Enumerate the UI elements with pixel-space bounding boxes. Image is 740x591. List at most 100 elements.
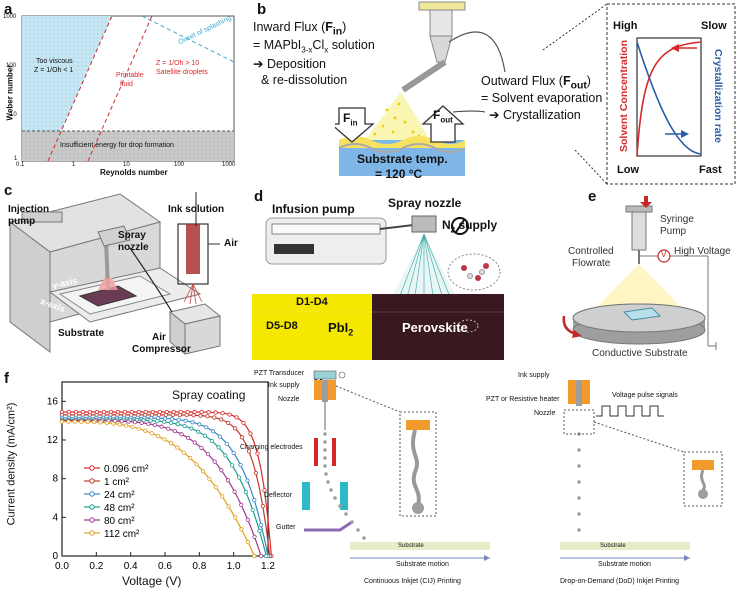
label-n2-supply: N2 supply — [442, 218, 497, 234]
series-3-point-29 — [257, 528, 262, 534]
series-2-point-23 — [217, 434, 223, 439]
series-2-point-22 — [210, 429, 216, 434]
series-1-point-17 — [177, 412, 182, 418]
series-0-point-29 — [262, 488, 267, 493]
label-spray-2: nozzle — [118, 242, 149, 253]
inward-sub: in — [332, 26, 343, 38]
series-3-point-26 — [236, 475, 242, 480]
series-1-point-24 — [226, 420, 231, 425]
xtick-1000: 1000 — [222, 162, 236, 168]
series-5-point-1 — [66, 419, 71, 424]
fin-sub: in — [350, 118, 358, 128]
ytick-1000: 1000 — [3, 14, 17, 20]
series-2-point-25 — [231, 450, 236, 456]
series-3-point-24 — [223, 453, 228, 458]
series-5-point-3 — [79, 419, 84, 424]
dashed-connectors — [542, 3, 736, 185]
series-2-point-16 — [169, 416, 174, 422]
series-4-point-22 — [205, 452, 211, 457]
series-2-point-15 — [162, 416, 168, 421]
series-4-point-20 — [192, 440, 197, 445]
x-tick-label-0: 0.0 — [55, 561, 69, 572]
fin-F: F — [343, 111, 351, 125]
ytick-10: 10 — [10, 112, 17, 118]
inward-close: ) — [342, 20, 347, 34]
series-4-point-29 — [252, 534, 257, 539]
infusion-spray-illustration — [252, 215, 504, 360]
panel-label-a: a — [4, 1, 13, 18]
ink-nozzle-icon — [177, 223, 220, 305]
y-tick-label-4: 16 — [47, 396, 59, 407]
label-air-comp-2: Compressor — [132, 344, 191, 355]
box-left-axis: Solvent Concentration — [618, 39, 631, 153]
panel-c: c Injection pump Spray nozzle Ink soluti… — [0, 182, 250, 362]
series-3-point-15 — [162, 419, 167, 424]
series-5-point-11 — [130, 424, 135, 430]
outward-close: ) — [586, 74, 591, 88]
series-3-point-17 — [175, 422, 180, 427]
series-2-point-26 — [238, 462, 243, 468]
x-tick-label-2: 0.4 — [124, 561, 138, 572]
series-5-point-22 — [200, 469, 206, 474]
fout-label: Fout — [433, 108, 453, 124]
series-4-point-25 — [225, 478, 231, 483]
series-4-point-23 — [212, 459, 217, 464]
label-injection-2: pump — [8, 216, 36, 227]
series-4-point-18 — [179, 432, 184, 437]
series-4-point-17 — [172, 429, 177, 434]
label-charging: Charging electrodes — [240, 444, 303, 451]
spray-beam — [590, 264, 688, 314]
fin-arrow — [335, 107, 375, 143]
solution-sub: 3-x — [301, 45, 313, 55]
label-spray-1: Spray — [118, 230, 146, 241]
label-controlled-2: Flowrate — [572, 258, 611, 269]
label-satellite-eq: Z = 1/Oh > 10 — [156, 60, 200, 67]
series-1-point-15 — [163, 412, 168, 417]
series-5-point-5 — [91, 419, 97, 425]
n2-pre: N — [442, 218, 451, 232]
series-4-point-12 — [139, 420, 144, 425]
crystallization-label: ➔ Crystallization — [489, 108, 581, 122]
series-4-point-15 — [159, 424, 164, 429]
x-tick-label-1: 0.2 — [89, 561, 103, 572]
series-1-point-23 — [219, 417, 224, 422]
series-5-point-14 — [149, 431, 154, 436]
xtick-10: 10 — [123, 162, 130, 168]
series-1-point-20 — [198, 413, 203, 418]
evaporation-label: = Solvent evaporation — [481, 91, 603, 105]
fout-sub: out — [440, 115, 453, 125]
outward-F: F — [562, 74, 571, 88]
series-0-point-26 — [241, 420, 246, 426]
series-1-point-19 — [191, 413, 196, 418]
y-tick-label-3: 12 — [47, 435, 59, 446]
legend-marker-1 — [89, 478, 95, 484]
x-tick-label-5: 1.0 — [227, 561, 241, 572]
label-dod-title: Drop-on-Demand (DoD) Inkjet Printing — [560, 578, 680, 585]
label-substrate-dod: Substrate — [600, 543, 626, 549]
series-1-point-25 — [232, 426, 238, 431]
series-5-point-8 — [111, 421, 116, 426]
panel-label-b: b — [257, 1, 267, 18]
series-3-point-21 — [202, 433, 208, 438]
series-1-point-14 — [156, 412, 162, 417]
electrospray-illustration — [562, 196, 717, 350]
label-high-voltage: High Voltage — [674, 246, 731, 257]
spray-gun-icon — [401, 1, 506, 93]
label-pzt: PZT Transducer — [254, 370, 305, 377]
temp-value-label: = 120 °C — [375, 167, 423, 181]
viscous-region — [22, 16, 112, 161]
y-tick-label-1: 4 — [52, 512, 58, 523]
xtick-0.1: 0.1 — [16, 162, 25, 168]
x-tick-label-4: 0.8 — [192, 561, 206, 572]
fin-label: Fin — [343, 111, 357, 127]
series-3-point-18 — [182, 423, 187, 429]
label-substrate-cij: Substrate — [398, 543, 424, 549]
series-5-point-6 — [98, 420, 103, 425]
panel-label-d: d — [254, 188, 264, 205]
panel-g: g — [240, 368, 740, 590]
series-5-point-7 — [104, 420, 109, 425]
legend-label-0: 0.096 cm² — [104, 464, 149, 475]
series-5-point-23 — [207, 476, 212, 481]
